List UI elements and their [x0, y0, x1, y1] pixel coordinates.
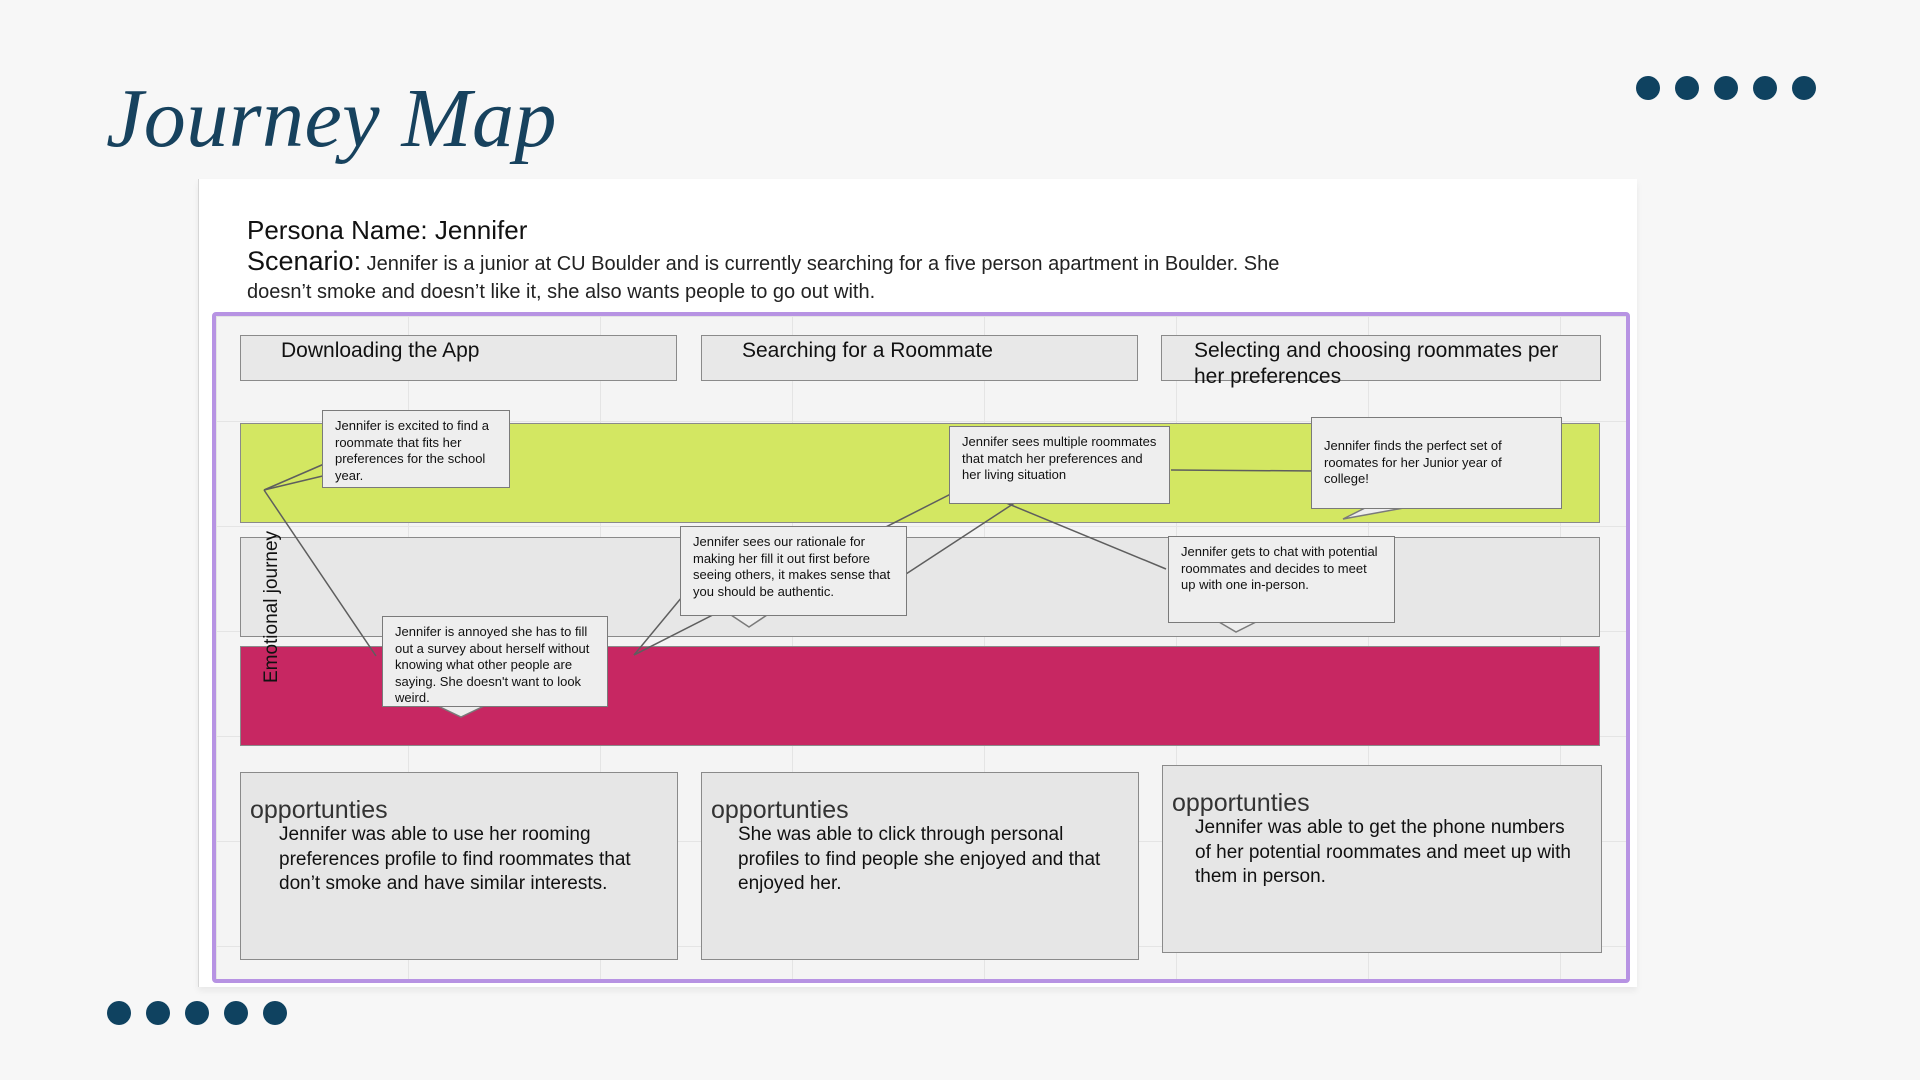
- dot-icon: [146, 1001, 170, 1025]
- opportunity-heading: opportunties: [250, 796, 388, 824]
- callout-tail: [728, 614, 770, 628]
- opportunity-card-3: opportunties Jennifer was able to get th…: [1162, 765, 1602, 953]
- note-excited: Jennifer is excited to find a roommate t…: [322, 410, 510, 488]
- scenario: Scenario: Jennifer is a junior at CU Bou…: [247, 247, 1347, 306]
- opportunity-heading: opportunties: [1172, 789, 1310, 817]
- connector-line: [263, 473, 332, 491]
- decorative-dots-bottom: [107, 1001, 287, 1025]
- callout-tail: [1216, 621, 1257, 633]
- callout-tail: [437, 705, 485, 718]
- dot-icon: [1792, 76, 1816, 100]
- note-perfect-set: Jennifer finds the perfect set of roomat…: [1311, 417, 1562, 509]
- journey-map-panel: Persona Name: Jennifer Scenario: Jennife…: [198, 179, 1637, 987]
- note-rationale: Jennifer sees our rationale for making h…: [680, 526, 907, 616]
- stage-downloading: Downloading the App: [240, 335, 677, 381]
- scenario-label: Scenario:: [247, 246, 362, 276]
- connector-line: [905, 501, 1017, 575]
- note-multiple-roommates: Jennifer sees multiple roommates that ma…: [949, 426, 1170, 504]
- connector-line: [998, 499, 1167, 570]
- connector-line: [1170, 469, 1317, 472]
- dot-icon: [185, 1001, 209, 1025]
- dot-icon: [1714, 76, 1738, 100]
- persona-name: Persona Name: Jennifer: [247, 215, 528, 245]
- decorative-dots-top: [1636, 76, 1816, 100]
- stage-searching: Searching for a Roommate: [701, 335, 1138, 381]
- opportunity-heading: opportunties: [711, 796, 849, 824]
- opportunity-card-1: opportunties Jennifer was able to use he…: [240, 772, 678, 960]
- connector-line: [263, 489, 377, 657]
- connector-line: [263, 460, 332, 491]
- stage-selecting: Selecting and choosing roommates per her…: [1161, 335, 1601, 388]
- dot-icon: [1636, 76, 1660, 100]
- note-chat: Jennifer gets to chat with potential roo…: [1168, 536, 1395, 623]
- opportunity-text: Jennifer was able to get the phone numbe…: [1195, 817, 1571, 887]
- dot-icon: [1753, 76, 1777, 100]
- opportunity-text: She was able to click through personal p…: [738, 824, 1101, 894]
- journey-frame: Downloading the App Searching for a Room…: [212, 312, 1630, 983]
- dot-icon: [224, 1001, 248, 1025]
- scenario-text: Jennifer is a junior at CU Boulder and i…: [247, 253, 1280, 303]
- dot-icon: [107, 1001, 131, 1025]
- dot-icon: [1675, 76, 1699, 100]
- opportunity-text: Jennifer was able to use her rooming pre…: [279, 824, 631, 894]
- dot-icon: [263, 1001, 287, 1025]
- opportunity-card-2: opportunties She was able to click throu…: [701, 772, 1139, 960]
- note-annoyed: Jennifer is annoyed she has to fill out …: [382, 616, 608, 707]
- page-title: Journey Map: [106, 72, 558, 165]
